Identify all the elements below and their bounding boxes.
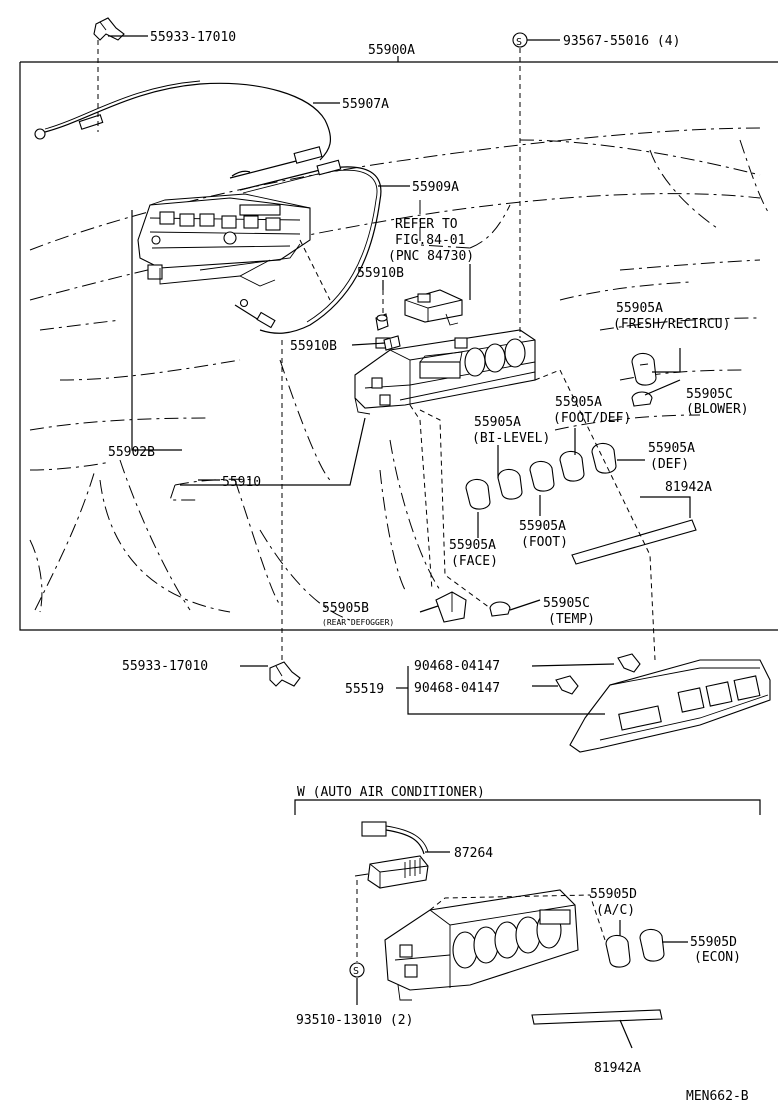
label-fig: FIG.84-01 (395, 233, 465, 248)
label-81942A-top: 81942A (665, 480, 712, 495)
dashboard-outline (29, 127, 771, 621)
label-55519: 55519 (345, 682, 384, 697)
label-55910: 55910 (222, 475, 261, 490)
button-55905D-ac (605, 934, 631, 968)
dash-knob-temp (419, 409, 491, 609)
label-90468-b: 90468-04147 (414, 681, 500, 696)
label-93567: 93567-55016 (4) (563, 34, 680, 49)
label-55902B: 55902B (108, 445, 155, 460)
label-temp: (TEMP) (548, 612, 595, 627)
label-foot-def: (FOOT/DEF) (553, 411, 631, 426)
label-55933-bottom: 55933-17010 (122, 659, 208, 674)
label-econ: (ECON) (694, 950, 741, 965)
label-90468-a: 90468-04147 (414, 659, 500, 674)
label-55905A-face: 55905A (449, 538, 496, 553)
label-55900A: 55900A (368, 43, 415, 58)
label-55905C-temp: 55905C (543, 596, 590, 611)
cable-55907A (34, 80, 332, 179)
clip-90468-a (617, 653, 641, 673)
clip-55933-top (93, 17, 125, 41)
label-pnc: (PNC 84730) (388, 249, 474, 264)
label-s-bottom: S (353, 966, 359, 977)
label-figure-code: MEN662-B (686, 1089, 749, 1104)
label-refer-to: REFER TO (395, 217, 458, 232)
sensor-87264 (354, 821, 429, 889)
main-assembly-bracket (19, 62, 778, 631)
label-rear-defogger: (REAR DEFOGGER) (322, 618, 394, 627)
label-55907A: 55907A (342, 97, 389, 112)
reference-component-84730 (404, 289, 463, 326)
knob-55905A-foot-def (559, 450, 585, 482)
label-55910B-b: 55910B (290, 339, 337, 354)
label-bi-level: (BI-LEVEL) (472, 431, 550, 446)
knob-55905C-blower (631, 391, 653, 407)
trim-panel-55519 (569, 659, 771, 753)
screw-55910B-a (375, 313, 389, 331)
clip-55933-bottom (269, 661, 301, 687)
label-93510: 93510-13010 (2) (296, 1013, 413, 1028)
leader-lines (108, 35, 691, 715)
button-55905D-econ (639, 928, 665, 962)
label-auto-ac: W (AUTO AIR CONDITIONER) (297, 785, 485, 800)
label-81942A-bottom: 81942A (594, 1061, 641, 1076)
label-87264: 87264 (454, 846, 493, 861)
control-unit-auto (384, 889, 579, 1001)
knob-55905A-fresh-recircu (631, 352, 657, 386)
auto-ac-bracket (294, 799, 761, 815)
control-unit-55910 (354, 329, 536, 415)
label-foot: (FOOT) (521, 535, 568, 550)
label-55933-top: 55933-17010 (150, 30, 236, 45)
label-55905A-foot-def: 55905A (555, 395, 602, 410)
dash-linkage (299, 239, 331, 301)
label-55910B-a: 55910B (357, 266, 404, 281)
label-55905A-fresh: 55905A (616, 301, 663, 316)
label-55905A-bi-level: 55905A (474, 415, 521, 430)
label-55909A: 55909A (412, 180, 459, 195)
screw-55910B-b (383, 335, 401, 351)
label-face: (FACE) (451, 554, 498, 569)
knob-55905A-def (591, 442, 617, 474)
screw-93510 (349, 962, 365, 978)
label-fresh-recircu: (FRESH/RECIRCU) (613, 317, 730, 332)
dash-strip-top (534, 369, 656, 661)
cable-55909A (234, 159, 382, 334)
strip-81942A-top (571, 519, 697, 565)
label-55905D-ac: 55905D (590, 887, 637, 902)
label-blower: (BLOWER) (686, 402, 749, 417)
dash-knob-rear (409, 404, 433, 591)
label-55905D-econ: 55905D (690, 935, 737, 950)
control-linkage-55910 (137, 193, 311, 287)
label-55905A-def: 55905A (648, 441, 695, 456)
strip-81942A-bottom (531, 1009, 663, 1025)
label-s-top: S (516, 37, 522, 48)
knob-55905C-temp (489, 601, 511, 617)
clip-90468-b (555, 675, 579, 695)
label-55905A-foot: 55905A (519, 519, 566, 534)
knob-55905A-bi-level (497, 468, 523, 500)
label-55905B: 55905B (322, 601, 369, 616)
auto-ac-leaders (356, 851, 688, 1049)
knob-55905B-rear-defogger (435, 591, 467, 623)
label-ac: (A/C) (596, 903, 635, 918)
label-def: (DEF) (650, 457, 689, 472)
knob-55905A-face (465, 478, 491, 510)
label-55905C-blower: 55905C (686, 387, 733, 402)
knob-55905A-foot (529, 460, 555, 492)
